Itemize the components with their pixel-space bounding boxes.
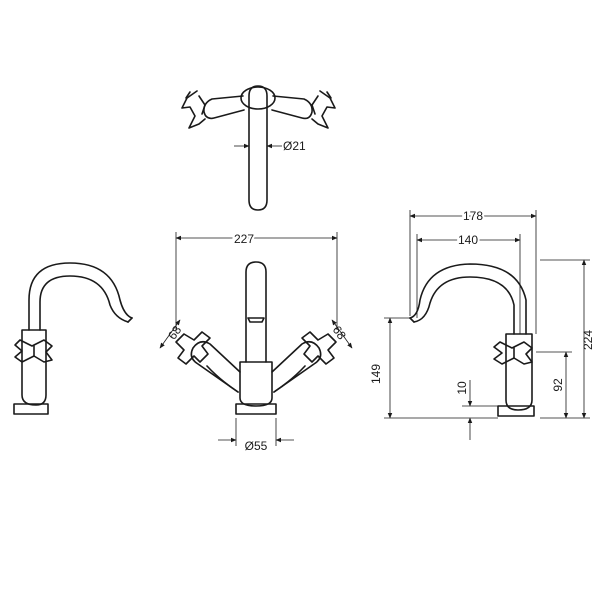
dim-bore-diameter: Ø21 [283,139,306,153]
dim-spout-reach: 140 [458,233,478,247]
left-view-body [21,329,47,406]
top-view-body [240,86,276,110]
left-view-cross-handle [14,339,53,363]
front-view-right-handle [271,331,337,393]
front-view-left-handle [175,331,241,393]
right-side-view: 178 140 224 92 149 10 [369,207,595,440]
front-view: 227 68 68 Ø55 [159,230,353,453]
top-view: Ø21 [181,85,336,211]
top-view-right-cross-handle [311,90,336,129]
front-view-spout [245,261,267,363]
top-view-left-cross-handle [181,90,206,129]
left-view-base [13,403,49,415]
top-view-spout [248,85,268,211]
right-view-body [505,333,533,411]
top-view-right-arm [271,95,313,120]
front-view-body [239,361,273,407]
top-view-left-arm [203,95,245,120]
dim-base-diameter: Ø55 [245,439,268,453]
dim-handle-span: 227 [234,232,254,246]
dim-spout-outlet-height: 149 [369,364,383,384]
front-view-base [235,403,277,415]
dim-overall-reach: 178 [463,209,483,223]
right-view-cross-handle [493,341,533,365]
right-view-spout [409,263,527,335]
dim-handle-height-left: 68 [165,323,184,342]
right-view-base [497,405,535,417]
dim-overall-height: 224 [581,330,595,350]
left-side-view [13,262,133,415]
left-view-spout [28,262,133,331]
dim-base-height: 10 [455,381,469,395]
dim-handle-centre-height: 92 [551,378,565,392]
